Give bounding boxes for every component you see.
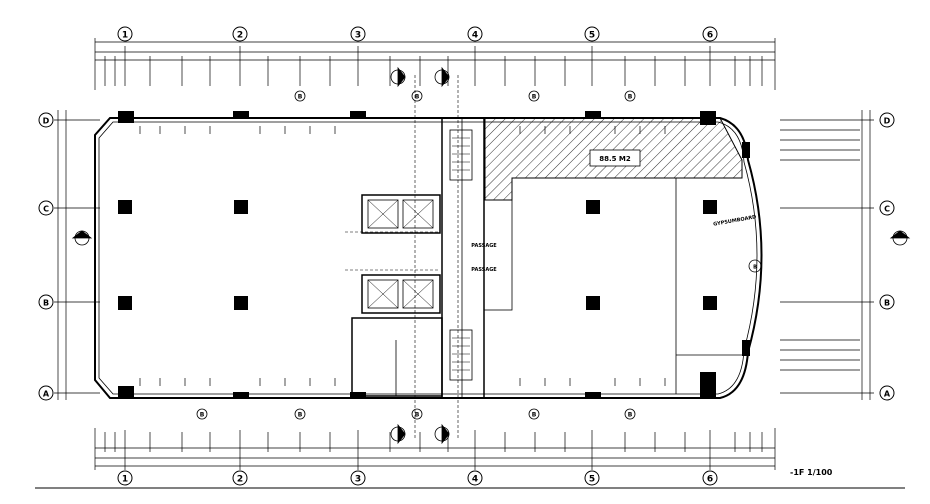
grid-letter-right: A (884, 390, 891, 399)
hatched-area-label: 88.5 M2 (599, 155, 631, 163)
room-tag: B (628, 412, 633, 419)
grid-number-bottom: 6 (707, 475, 713, 485)
grid-number-top: 4 (472, 31, 478, 41)
grid-letter-left: C (43, 205, 49, 214)
room-tag: B (200, 412, 205, 419)
room-tag: B (532, 412, 537, 419)
grid-letter-left: D (43, 117, 50, 126)
stairs (452, 137, 470, 371)
room-tag: B (415, 94, 420, 101)
room-tag: B (532, 94, 537, 101)
grid-bubbles-top: 1 2 3 4 5 6 (117, 26, 718, 42)
grid-number-top: 5 (589, 31, 595, 41)
room-tags-top: B B B B B (196, 90, 636, 420)
circulation-label: PASSAGE (471, 267, 497, 273)
grid-number-top: 2 (237, 31, 243, 41)
grid-number-top: 3 (355, 31, 361, 41)
scale-label: -1F 1/100 (790, 468, 833, 477)
circulation-label: PASSAGE (471, 243, 497, 249)
grid-bubbles-bottom: 1 2 3 4 5 6 (117, 470, 718, 486)
bottom-dimension-lines (94, 428, 776, 470)
grid-number-bottom: 1 (122, 475, 128, 485)
grid-letter-right: B (884, 299, 890, 308)
grid-letter-left: B (43, 299, 49, 308)
room-tag: B (753, 265, 757, 271)
dashed-centerlines (345, 75, 459, 440)
grid-letter-right: D (884, 117, 891, 126)
grid-letter-right: C (884, 205, 890, 214)
side-dimension-lines (54, 110, 874, 400)
grid-number-bottom: 2 (237, 475, 243, 485)
grid-number-bottom: 3 (355, 475, 361, 485)
section-markers (71, 66, 911, 445)
building-outline (94, 117, 763, 399)
top-dimension-lines (94, 38, 776, 90)
window-ticks (139, 126, 666, 386)
core-walls (351, 117, 744, 399)
room-tag: B (628, 94, 633, 101)
right-room-label: GYPSUMBOARD (713, 214, 757, 228)
grid-number-top: 6 (707, 31, 713, 41)
grid-number-top: 1 (122, 31, 128, 41)
grid-bubbles-right: D C B A (879, 112, 895, 401)
grid-letter-left: A (43, 390, 50, 399)
grid-number-bottom: 4 (472, 475, 478, 485)
columns (118, 111, 750, 398)
room-tag: B (298, 94, 303, 101)
room-tags-bottom: B B B B B (294, 259, 762, 420)
room-tag: B (415, 412, 420, 419)
grid-number-bottom: 5 (589, 475, 595, 485)
room-tag: B (298, 412, 303, 419)
grid-bubbles-left: D C B A (38, 112, 54, 401)
